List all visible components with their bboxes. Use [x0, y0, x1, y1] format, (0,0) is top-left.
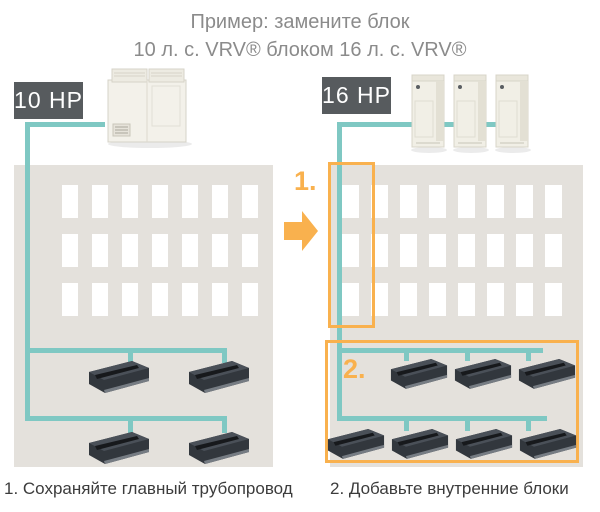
pipe-branch1-after [337, 348, 543, 353]
indoor-unit-icon [390, 358, 448, 389]
pipe-stub [128, 420, 133, 433]
caption-after: 2. Добавьте внутренние блоки [330, 479, 569, 498]
building-window [62, 283, 78, 316]
step-2-marker: 2. [343, 354, 366, 384]
pipe-main-vertical-before [25, 122, 30, 421]
building-window [182, 234, 198, 267]
pipe-stub [222, 352, 227, 363]
replace-arrow-icon [284, 211, 318, 251]
building-window [62, 234, 78, 267]
building-window [182, 283, 198, 316]
outdoor-tower-icon [495, 74, 531, 153]
building-window [92, 283, 108, 316]
pipe-stub [526, 420, 531, 431]
indoor-unit-icon [189, 361, 249, 393]
indoor-units-row-1-before [88, 357, 250, 395]
building-window [92, 234, 108, 267]
title-line-2: 10 л. с. VRV® блоком 16 л. с. VRV® [133, 39, 467, 61]
building-window [487, 234, 504, 267]
building-window [429, 283, 446, 316]
building-window [62, 185, 78, 218]
building-window [212, 185, 228, 218]
building-window [545, 234, 562, 267]
building-window [152, 234, 168, 267]
pipe-main-vertical-after [337, 122, 342, 421]
hp-badge-before: 10 HP [14, 82, 83, 119]
building-window [516, 283, 533, 316]
indoor-units-row-2-after [327, 425, 577, 461]
highlight-box-2 [325, 340, 579, 463]
building-window [242, 234, 258, 267]
building-window [516, 234, 533, 267]
indoor-unit-icon [327, 428, 385, 459]
pipe-stub [465, 352, 470, 361]
building-window [152, 283, 168, 316]
building-window [342, 283, 359, 316]
building-window [516, 185, 533, 218]
building-window [458, 234, 475, 267]
pipe-stub [526, 352, 531, 361]
step-1-marker: 1. [294, 166, 317, 196]
pipe-stub [128, 352, 133, 363]
indoor-unit-icon [89, 361, 149, 393]
building-before [14, 165, 273, 467]
building-window [342, 234, 359, 267]
hp-badge-after: 16 HP [322, 77, 391, 114]
building-window [487, 185, 504, 218]
building-window [458, 283, 475, 316]
window-grid-before [62, 185, 258, 316]
pipe-branch2-after [337, 416, 547, 421]
building-window [545, 185, 562, 218]
indoor-unit-icon [189, 432, 249, 464]
building-window [545, 283, 562, 316]
building-window [92, 185, 108, 218]
building-window [212, 283, 228, 316]
building-window [487, 283, 504, 316]
caption-before: 1. Сохраняйте главный трубопровод [4, 479, 293, 498]
building-window [429, 185, 446, 218]
building-window [342, 185, 359, 218]
building-window [122, 185, 138, 218]
highlight-box-1 [328, 162, 375, 328]
building-window [122, 283, 138, 316]
pipe-main-horizontal-before [25, 122, 105, 127]
building-window [371, 283, 388, 316]
outdoor-units-after [410, 71, 532, 153]
pipe-stub [465, 420, 470, 431]
indoor-unit-icon [519, 428, 577, 459]
title-line-1: Пример: замените блок [190, 11, 410, 33]
pipe-stub [404, 420, 409, 431]
building-window [458, 185, 475, 218]
building-window [400, 234, 417, 267]
indoor-unit-icon [455, 428, 513, 459]
building-window [371, 185, 388, 218]
building-window [122, 234, 138, 267]
indoor-units-row-1-after [390, 355, 576, 391]
indoor-unit-icon [89, 432, 149, 464]
pipe-stub [404, 352, 409, 361]
pipe-stub [222, 420, 227, 433]
indoor-units-row-2-before [88, 428, 250, 466]
pipe-branch1-before [25, 348, 227, 353]
outdoor-tower-icon [453, 74, 489, 153]
window-grid-after [342, 185, 562, 316]
outdoor-tower-icon [411, 74, 447, 153]
indoor-unit-icon [518, 358, 576, 389]
outdoor-unit-before [100, 64, 192, 153]
building-window [400, 185, 417, 218]
building-window [212, 234, 228, 267]
building-window [152, 185, 168, 218]
diagram-title: Пример: замените блок 10 л. с. VRV® блок… [0, 8, 600, 64]
building-window [242, 185, 258, 218]
pipe-branch2-before [25, 416, 227, 421]
building-window [371, 234, 388, 267]
building-window [242, 283, 258, 316]
building-window [429, 234, 446, 267]
building-window [400, 283, 417, 316]
indoor-unit-icon [391, 428, 449, 459]
outdoor-unit-icon [107, 68, 192, 148]
indoor-unit-icon [454, 358, 512, 389]
building-window [182, 185, 198, 218]
